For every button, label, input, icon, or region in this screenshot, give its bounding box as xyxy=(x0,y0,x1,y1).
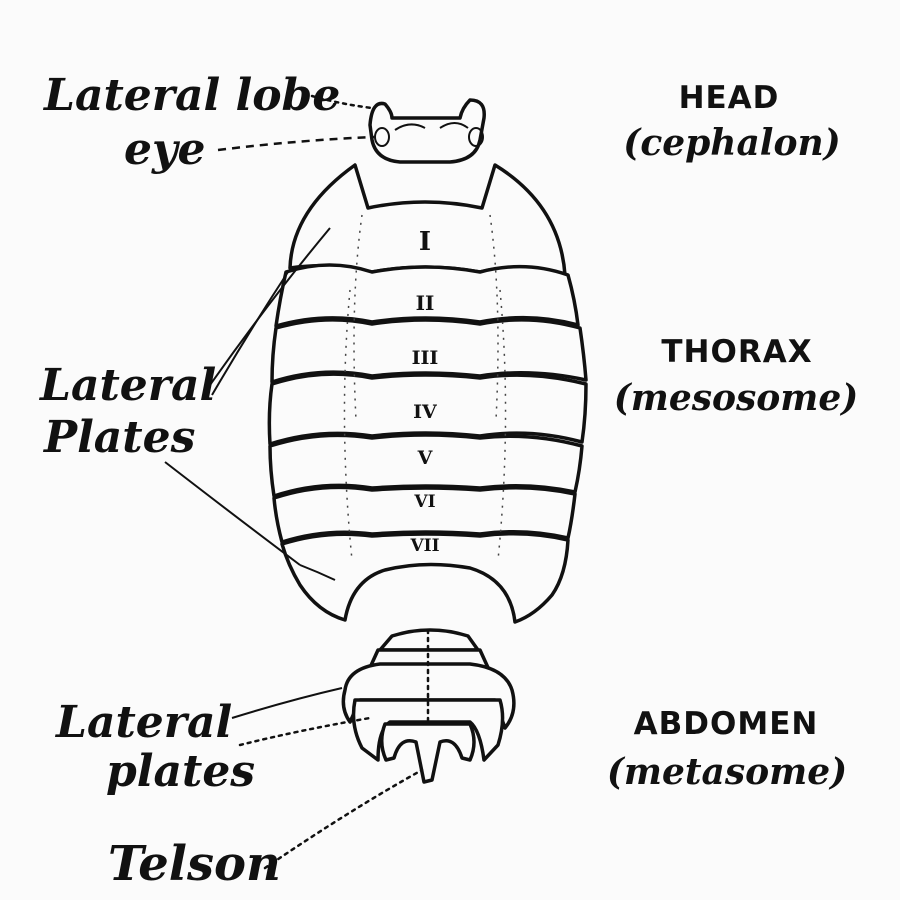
leader-lines xyxy=(164,94,424,870)
segment-numeral: I xyxy=(419,227,431,257)
region-labels: HEAD (cephalon) THORAX (mesosome) ABDOME… xyxy=(607,80,858,793)
label-lateral-plates-thorax-line2: Plates xyxy=(42,412,195,463)
thorax xyxy=(267,163,588,624)
eye-icon xyxy=(374,127,390,147)
thorax-segment-1 xyxy=(288,163,567,277)
thorax-segment-3 xyxy=(270,318,588,384)
thorax-segment-2 xyxy=(274,263,580,328)
segment-numerals: I II III IV V VI VII xyxy=(409,227,439,556)
region-thorax-title: THORAX xyxy=(661,334,812,370)
left-labels: Lateral lobe eye Lateral Plates Lateral … xyxy=(38,70,340,892)
label-lateral-plates-abdomen-line2: plates xyxy=(106,746,255,797)
region-abdomen-title: ABDOMEN xyxy=(634,706,819,742)
region-abdomen-subtitle: (metasome) xyxy=(607,751,847,793)
thorax-segment-6 xyxy=(272,485,577,544)
thorax-segment-4 xyxy=(267,372,588,446)
region-thorax-subtitle: (mesosome) xyxy=(614,377,859,419)
label-telson: Telson xyxy=(108,836,281,892)
label-lateral-plates-abdomen-line1: Lateral xyxy=(54,697,232,748)
thorax-segment-7 xyxy=(280,532,570,624)
abdomen xyxy=(341,628,516,784)
segment-numeral: V xyxy=(417,447,434,469)
label-lateral-plates-thorax-line1: Lateral xyxy=(38,360,216,411)
region-head-title: HEAD xyxy=(679,80,780,116)
segment-numeral: II xyxy=(416,291,435,315)
eye-icon xyxy=(468,127,484,147)
thorax-segment-5 xyxy=(268,433,584,498)
label-eye: eye xyxy=(124,124,206,175)
segment-numeral: VII xyxy=(409,536,439,556)
region-head-subtitle: (cephalon) xyxy=(623,122,840,164)
segment-numeral: III xyxy=(412,347,439,369)
head xyxy=(368,98,486,164)
segment-numeral: IV xyxy=(413,401,438,423)
label-lateral-lobe: Lateral lobe xyxy=(42,70,340,121)
segment-numeral: VI xyxy=(413,492,435,512)
